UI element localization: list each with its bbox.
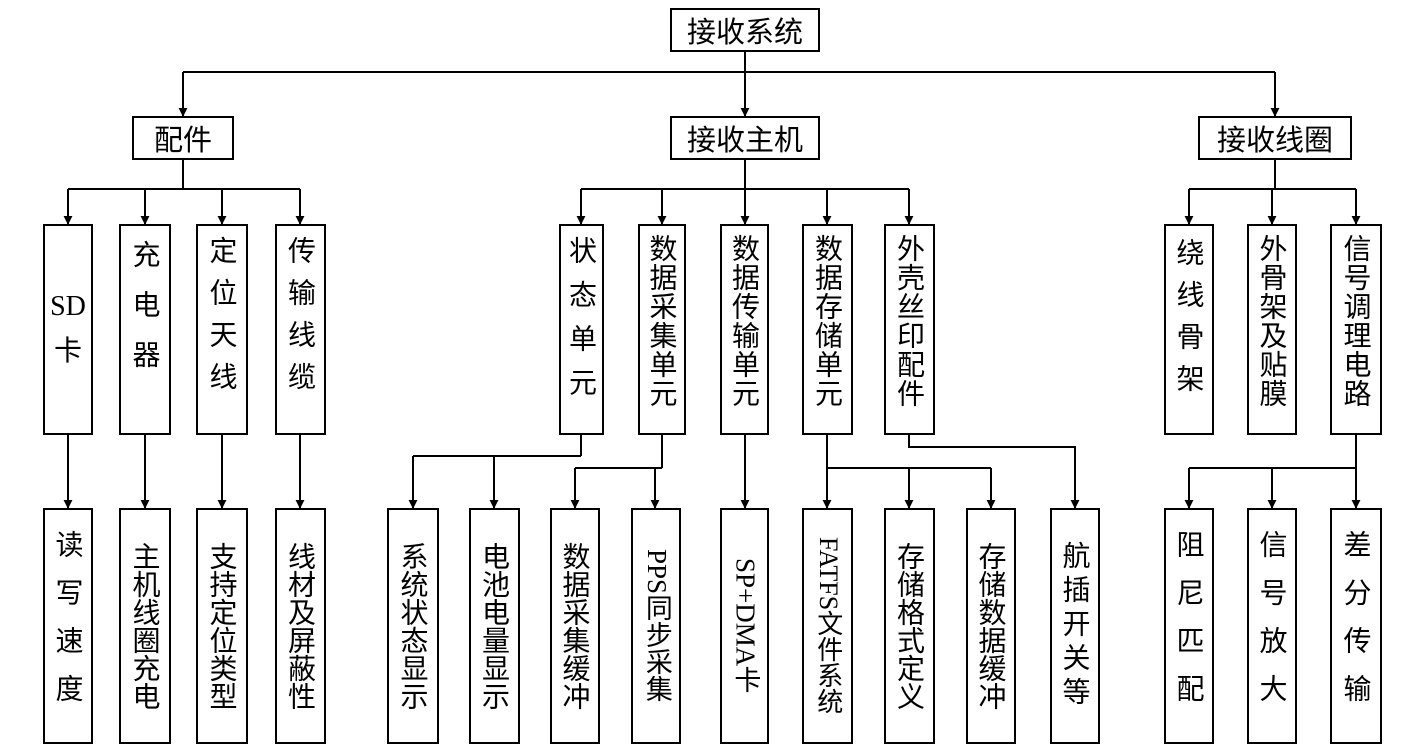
- node-host-coil-charging: 主机线圈充电: [119, 508, 171, 744]
- node-label: 信号调理电路: [1339, 234, 1373, 408]
- node-charger: 充电器: [119, 224, 171, 435]
- node-pps-sync-acquisition: PPS同步采集: [631, 508, 681, 744]
- node-label: 信号放大: [1255, 530, 1289, 722]
- node-label: FATFS文件系统: [813, 537, 843, 715]
- node-receiver-coil: 接收线圈: [1198, 116, 1352, 160]
- node-differential-transmission: 差分传输: [1330, 508, 1382, 744]
- node-read-write-speed: 读写速度: [43, 508, 93, 744]
- node-label: PPS同步采集: [641, 549, 672, 703]
- node-label: 状态单元: [565, 236, 598, 412]
- node-shell-printing-accessories: 外壳丝印配件: [884, 224, 935, 435]
- node-damping-matching: 阻尼匹配: [1164, 508, 1214, 744]
- node-label: 接收线圈: [1216, 123, 1333, 157]
- node-storage-format-definition: 存储格式定义: [884, 508, 935, 744]
- node-storage-data-buffer: 存储数据缓冲: [966, 508, 1016, 744]
- node-label: 读写速度: [51, 530, 85, 722]
- node-peijian: 配件: [132, 116, 234, 160]
- node-data-transmission-unit: 数据传输单元: [720, 224, 769, 435]
- node-sp-dma-card: SP+DMA卡: [720, 508, 769, 744]
- node-label: 存储格式定义: [893, 542, 926, 710]
- node-label: 外骨架及贴膜: [1255, 234, 1289, 408]
- node-supported-positioning-types: 支持定位类型: [196, 508, 248, 744]
- node-label: 绕线骨架: [1172, 238, 1206, 406]
- node-label: 数据采集缓冲: [558, 542, 592, 710]
- node-label: 阻尼匹配: [1172, 530, 1206, 722]
- node-label: SP+DMA卡: [730, 558, 761, 694]
- node-label: 存储数据缓冲: [974, 542, 1008, 710]
- node-label: 支持定位类型: [205, 542, 239, 710]
- node-label: 定位天线: [205, 236, 239, 404]
- node-label: 外壳丝印配件: [893, 234, 926, 408]
- node-label: SD卡: [50, 290, 86, 367]
- node-system-status-display: 系统状态显示: [387, 508, 439, 744]
- node-label: 线材及屏蔽性: [284, 542, 317, 710]
- node-outer-frame-film: 外骨架及贴膜: [1247, 224, 1297, 435]
- node-winding-frame: 绕线骨架: [1164, 224, 1214, 435]
- node-data-acquisition-buffer: 数据采集缓冲: [550, 508, 600, 744]
- node-sd-card: SD卡: [43, 224, 93, 435]
- root-node: 接收系统: [670, 8, 820, 52]
- node-label: 数据传输单元: [728, 234, 761, 408]
- node-label: 充电器: [128, 240, 162, 390]
- node-receiver-host: 接收主机: [670, 116, 820, 160]
- node-battery-level-display: 电池电量显示: [469, 508, 520, 744]
- node-data-storage-unit: 数据存储单元: [802, 224, 853, 435]
- node-label: 差分传输: [1339, 530, 1373, 722]
- node-aviation-plug-switch: 航插开关等: [1050, 508, 1100, 744]
- node-signal-amplification: 信号放大: [1247, 508, 1297, 744]
- root-label: 接收系统: [686, 15, 803, 49]
- node-label: 数据采集单元: [645, 234, 679, 408]
- node-positioning-antenna: 定位天线: [196, 224, 248, 435]
- node-label: 航插开关等: [1058, 541, 1092, 711]
- node-label: 接收主机: [686, 123, 803, 157]
- node-label: 系统状态显示: [396, 542, 430, 710]
- node-label: 传输线缆: [284, 236, 317, 404]
- node-transmission-cable: 传输线缆: [275, 224, 326, 435]
- node-label: 配件: [153, 123, 212, 157]
- node-fatfs-file-system: FATFS文件系统: [802, 508, 853, 744]
- node-label: 电池电量显示: [478, 542, 511, 710]
- node-status-unit: 状态单元: [559, 224, 604, 435]
- node-wire-shielding: 线材及屏蔽性: [275, 508, 326, 744]
- node-label: 数据存储单元: [811, 234, 844, 408]
- node-data-acquisition-unit: 数据采集单元: [638, 224, 686, 435]
- node-signal-conditioning-circuit: 信号调理电路: [1330, 224, 1382, 435]
- node-label: 主机线圈充电: [128, 542, 162, 710]
